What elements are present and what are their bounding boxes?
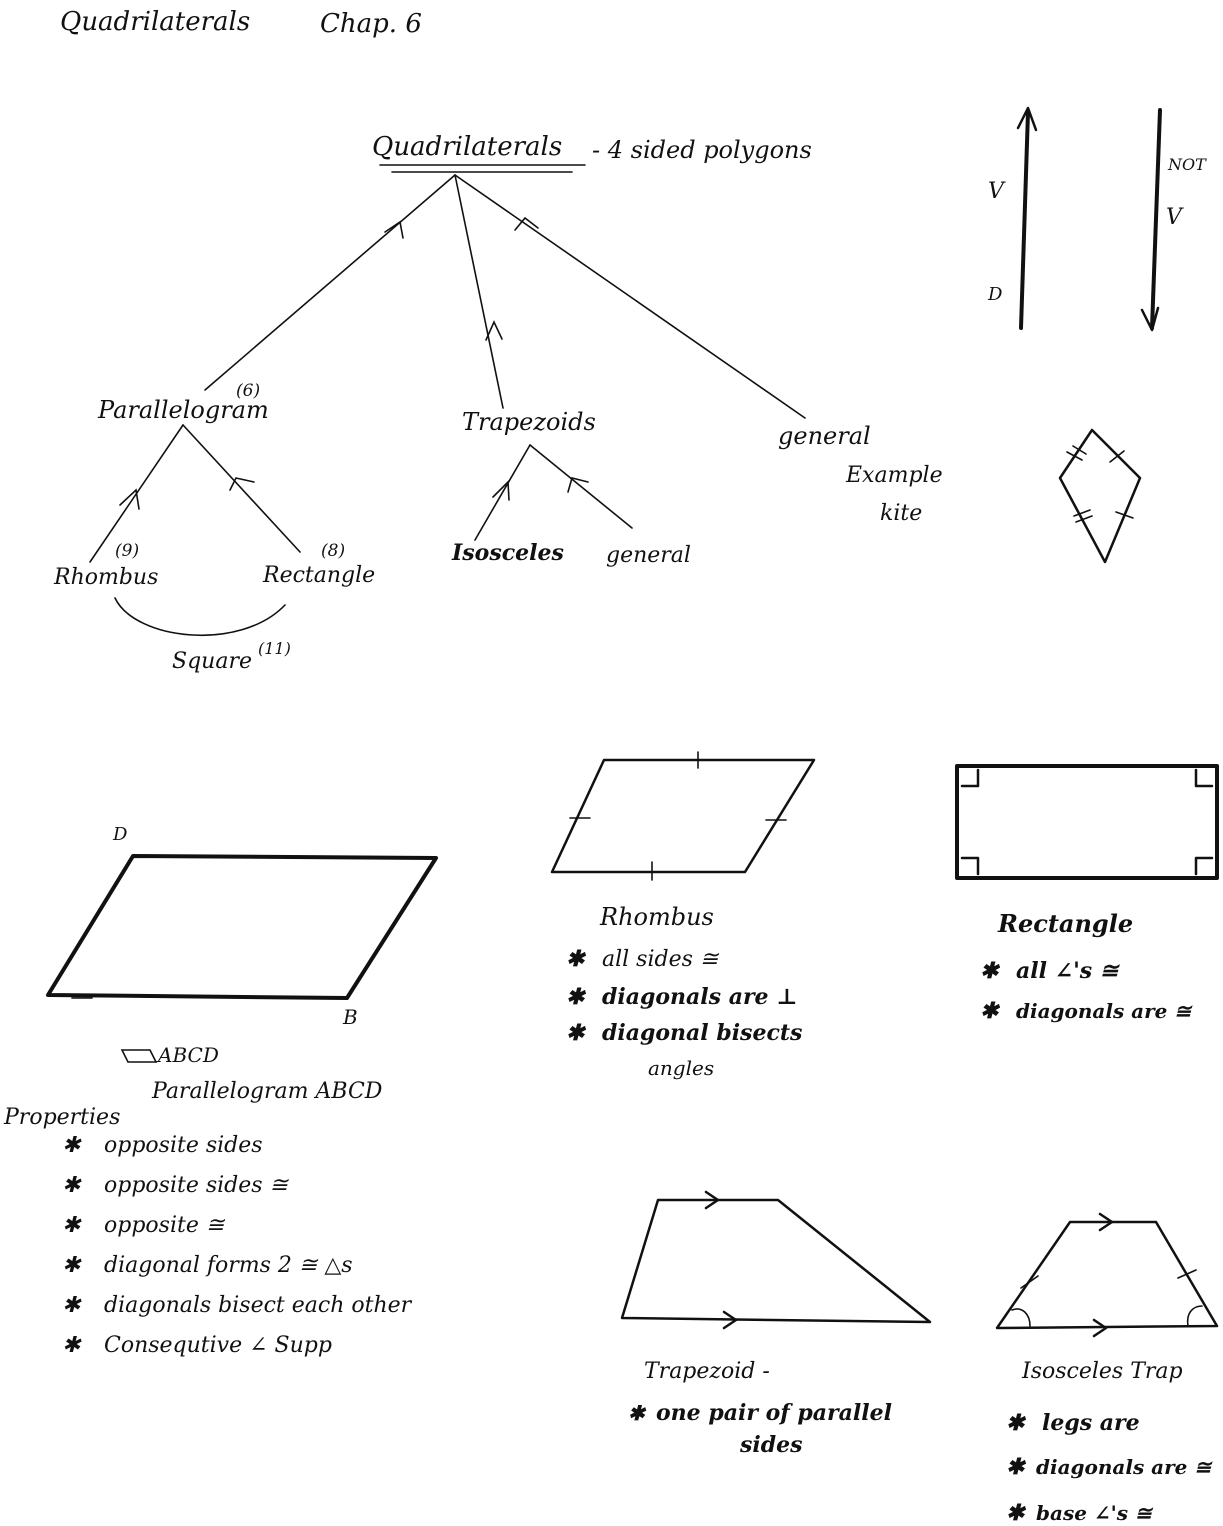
rhombus-node: Rhombus [53, 565, 158, 590]
page-title: Quadrilaterals [60, 7, 250, 37]
property-item: legs are [1042, 1410, 1140, 1436]
property-item: all sides ≅ [602, 947, 720, 972]
parallelogram-name: Parallelogram ABCD [151, 1079, 383, 1104]
property-bullet: ✱ [62, 1173, 82, 1198]
isosceles-title: Isosceles Trap [1021, 1359, 1183, 1384]
parallelogram-properties-list: ✱ opposite sides ✱ opposite sides ≅ ✱ op… [62, 1133, 413, 1358]
property-bullet: ✱ [62, 1253, 82, 1278]
property-item: diagonal forms 2 ≅ △s [104, 1253, 353, 1278]
isosceles-node: Isosceles [451, 540, 564, 566]
property-item: opposite sides [104, 1133, 263, 1158]
property-bullet: ✱ [628, 1401, 647, 1425]
rectangle-title: Rectangle [997, 909, 1133, 938]
arrow-down-v: V [1166, 205, 1184, 230]
kite-label: kite [880, 501, 922, 526]
property-item: base ∠'s ≅ [1036, 1501, 1154, 1525]
arrow-up-d: D [987, 284, 1003, 305]
property-bullet: ✱ [62, 1213, 82, 1238]
property-bullet: ✱ [566, 946, 587, 972]
trap-general-node: general [606, 543, 691, 568]
tree-root-definition: - 4 sided polygons [592, 136, 812, 164]
property-bullet: ✱ [62, 1333, 82, 1358]
property-item: diagonals are ⊥ [602, 984, 797, 1010]
square-number: (11) [258, 639, 291, 658]
vertex-b-label: B [342, 1005, 358, 1029]
properties-title: Properties [3, 1105, 120, 1130]
property-item: opposite sides ≅ [104, 1173, 290, 1198]
property-bullet: ✱ [62, 1293, 82, 1318]
property-item: one pair of parallel [656, 1400, 892, 1426]
property-continuation: sides [739, 1432, 803, 1458]
parallelogram-symbol-icon [120, 1049, 158, 1063]
property-continuation: angles [648, 1056, 714, 1080]
trapezoid-title: Trapezoid - [644, 1359, 770, 1384]
property-bullet: ✱ [1006, 1454, 1027, 1480]
example-label: Example [845, 463, 943, 488]
property-bullet: ✱ [566, 1020, 587, 1046]
rhombus-number: (9) [115, 541, 139, 561]
isosceles-properties-list: ✱ legs are ✱ diagonals are ≅ ✱ base ∠'s … [1006, 1410, 1213, 1526]
property-item: Consequtive ∠ Supp [104, 1333, 332, 1358]
property-item: diagonal bisects [602, 1020, 802, 1046]
arrow-down-not: NOT [1167, 155, 1207, 174]
tree-root-label: Quadrilaterals [372, 132, 562, 162]
property-bullet: ✱ [566, 984, 587, 1010]
trapezoid-properties-list: ✱ one pair of parallel sides [628, 1400, 892, 1458]
rectangle-number: (8) [321, 541, 345, 561]
parallelogram-node: Parallelogram [97, 396, 269, 424]
kite-figure [1058, 428, 1142, 564]
square-node: Square [172, 649, 252, 674]
chapter-label: Chap. 6 [320, 9, 422, 39]
property-item: opposite ≅ [104, 1213, 226, 1238]
trapezoids-node: Trapezoids [462, 408, 596, 436]
general-node: general [778, 422, 871, 450]
parallelogram-number: (6) [236, 381, 260, 401]
arrow-up-figure [1016, 106, 1038, 330]
isosceles-trapezoid-figure [995, 1212, 1219, 1338]
property-item: diagonals are ≅ [1036, 1455, 1213, 1479]
tree-connectors [89, 174, 806, 637]
rhombus-properties-list: ✱ all sides ≅ ✱ diagonals are ⊥ ✱ diagon… [566, 946, 802, 1080]
rectangle-properties-list: ✱ all ∠'s ≅ ✱ diagonals are ≅ [980, 958, 1193, 1024]
rhombus-figure [550, 751, 816, 881]
rhombus-title: Rhombus [599, 903, 714, 931]
arrow-up-v: V [988, 179, 1006, 204]
trapezoid-figure [620, 1190, 932, 1330]
property-item: diagonals are ≅ [1016, 999, 1193, 1023]
property-bullet: ✱ [980, 958, 1001, 984]
rectangle-figure [955, 764, 1219, 880]
property-item: all ∠'s ≅ [1016, 958, 1121, 984]
symbol-name: ABCD [156, 1043, 219, 1067]
rectangle-node: Rectangle [262, 563, 375, 588]
property-bullet: ✱ [62, 1133, 82, 1158]
arrow-down-figure [1140, 108, 1162, 332]
property-bullet: ✱ [980, 998, 1001, 1024]
vertex-d-label: D [112, 824, 128, 845]
property-bullet: ✱ [1006, 1410, 1027, 1436]
property-bullet: ✱ [1006, 1500, 1027, 1526]
parallelogram-figure [46, 854, 438, 1000]
property-item: diagonals bisect each other [104, 1293, 413, 1318]
